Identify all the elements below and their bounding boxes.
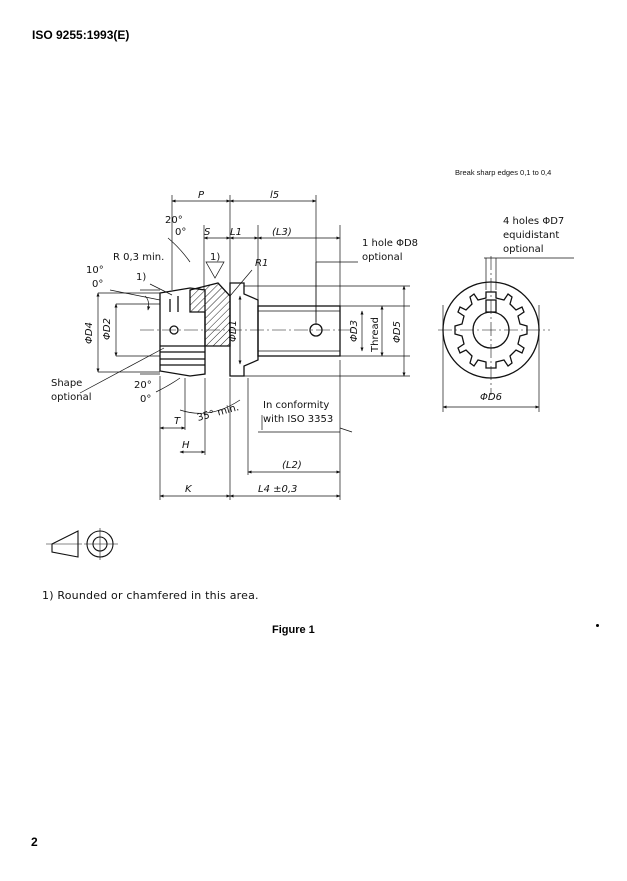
label-angle-0-top: 0° — [175, 227, 186, 238]
label-d3: ΦD3 — [349, 320, 360, 342]
label-h: H — [182, 440, 190, 451]
label-r1: R1 — [255, 258, 268, 269]
cross-hole — [169, 325, 179, 335]
page-number: 2 — [31, 835, 38, 849]
label-holes-equidistant: equidistant — [503, 230, 559, 241]
label-angle-0-left: 0° — [92, 279, 103, 290]
label-shape-optional: optional — [51, 392, 92, 403]
label-t: T — [174, 416, 181, 427]
label-l2: (L2) — [282, 460, 302, 471]
standard-reference-header: ISO 9255:1993(E) — [32, 28, 130, 42]
threaded-shank — [257, 305, 341, 357]
label-footnote-ref-top: 1) — [210, 252, 220, 263]
end-view — [438, 256, 574, 412]
projection-symbol — [46, 528, 118, 560]
label-shape: Shape — [51, 378, 82, 389]
label-hole-d8-optional: optional — [362, 252, 403, 263]
label-l4: L4 ±0,3 — [258, 484, 297, 495]
label-angle-20-bottom: 20° — [134, 380, 152, 391]
label-d5: ΦD5 — [392, 321, 403, 343]
spline-teeth — [454, 291, 528, 369]
label-conformity-iso: with ISO 3353 — [263, 414, 333, 425]
end-view-keyway — [485, 299, 497, 313]
label-d6: ΦD6 — [480, 392, 502, 403]
label-l1: L1 — [230, 227, 242, 238]
label-holes-d7: 4 holes ΦD7 — [503, 216, 564, 227]
dimension-lines — [79, 195, 410, 500]
edge-break-note: Break sharp edges 0,1 to 0,4 — [455, 168, 552, 177]
label-d2: ΦD2 — [102, 318, 113, 340]
projection-cone-icon — [51, 530, 79, 558]
label-k: K — [185, 484, 193, 495]
stray-mark — [596, 624, 599, 627]
label-thread: Thread — [370, 317, 381, 353]
main-part-side-view — [140, 282, 355, 377]
label-angle-20-top: 20° — [165, 215, 183, 226]
figure-footnote: 1) Rounded or chamfered in this area. — [42, 589, 259, 602]
label-d4: ΦD4 — [84, 322, 95, 344]
label-angle-35: 35° min. — [196, 402, 240, 424]
head-outline — [159, 287, 206, 377]
label-footnote-ref-left: 1) — [136, 272, 146, 283]
figure-caption: Figure 1 — [272, 624, 315, 636]
label-hole-d8: 1 hole ΦD8 — [362, 238, 418, 249]
label-l5: l5 — [270, 190, 279, 201]
label-s: S — [204, 227, 211, 238]
hatched-section — [189, 282, 231, 347]
body-collar — [229, 282, 259, 377]
label-l3: (L3) — [272, 227, 292, 238]
label-angle-0-bottom: 0° — [140, 394, 151, 405]
label-angle-10: 10° — [86, 265, 104, 276]
label-holes-optional: optional — [503, 244, 544, 255]
label-d1: ΦD1 — [228, 320, 239, 342]
label-r03: R 0,3 min. — [113, 252, 164, 263]
label-conformity: In conformity — [263, 400, 329, 411]
label-p: P — [198, 190, 205, 201]
